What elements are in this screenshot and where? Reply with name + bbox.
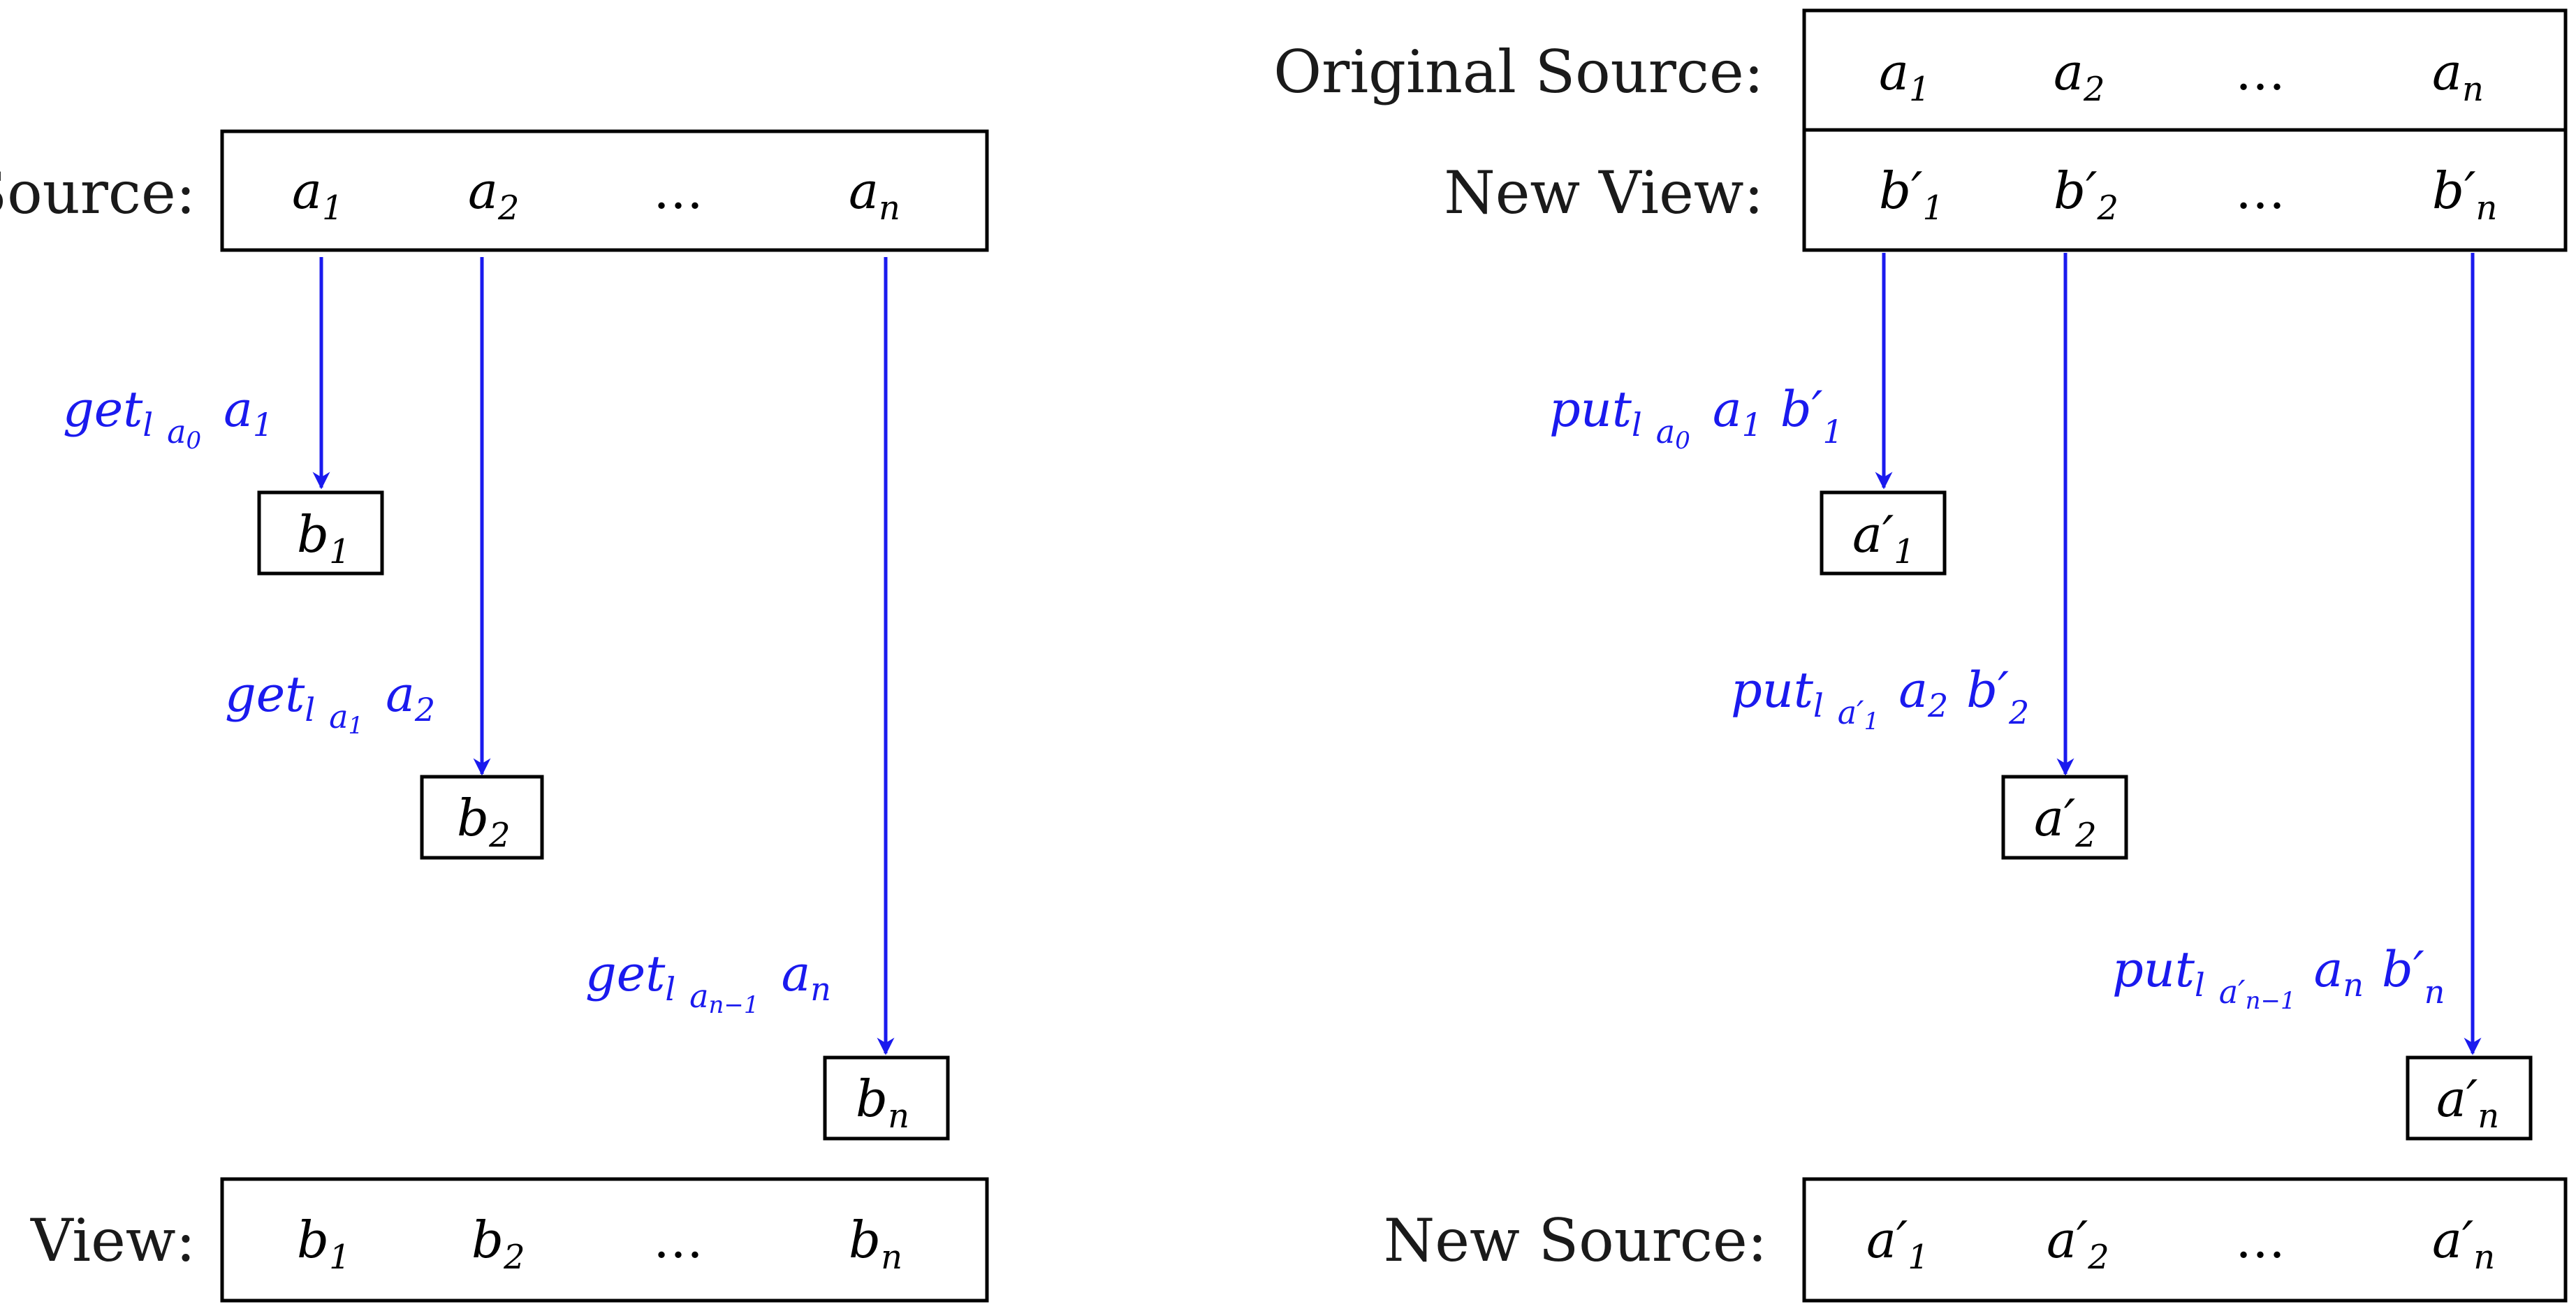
source-cell-2: a2 [468,161,519,228]
result-b2: b2 [457,789,511,855]
result-box-b2 [420,775,544,860]
original-cell-2: a2 [2054,43,2105,109]
new-source-cell-2: a′2 [2047,1211,2109,1277]
new-source-cell-ellipsis: … [2235,1211,2285,1269]
source-cell-1: a1 [292,161,343,228]
original-source-label: Original Source: [1273,38,1764,106]
new-view-label: New View: [1444,159,1764,227]
result-box-b1 [257,490,384,576]
result-an-prime: a′n [2436,1069,2499,1136]
right-panel: Original Source: New View: a1 a2 … an b′… [1273,8,2568,1303]
new-view-cell-n: b′n [2432,161,2497,228]
new-view-cell-1: b′1 [1879,161,1944,228]
new-source-cell-1: a′1 [1866,1211,1929,1277]
result-a1-prime: a′1 [1852,505,1915,571]
source-box [220,129,989,252]
original-cell-1: a1 [1879,43,1930,109]
view-cell-1: b1 [297,1211,351,1277]
result-box-a2-prime [2001,775,2128,860]
view-cell-2: b2 [471,1211,525,1277]
new-view-cells: b′1 b′2 … b′n [1879,161,2497,228]
new-view-cell-2: b′2 [2054,161,2118,228]
view-cells: b1 b2 … bn [297,1211,902,1277]
result-box-a1-prime [1820,490,1947,576]
view-box [220,1177,989,1303]
new-source-cells: a′1 a′2 … a′n [1866,1211,2495,1277]
original-source-cells: a1 a2 … an [1879,43,2484,109]
view-label: View: [30,1206,196,1275]
source-cell-n: an [849,161,900,228]
result-a2-prime: a′2 [2034,789,2097,855]
source-label: Source: [0,159,196,227]
view-cell-ellipsis: … [653,1211,703,1269]
original-cell-n: an [2432,43,2484,109]
new-source-cell-n: a′n [2432,1211,2495,1277]
new-source-label: New Source: [1384,1206,1767,1275]
original-cell-ellipsis: … [2235,43,2285,101]
result-box-bn [823,1055,950,1141]
result-b1: b1 [297,505,351,571]
source-cell-ellipsis: … [653,161,703,220]
result-bn: bn [856,1069,909,1136]
new-view-cell-ellipsis: … [2235,161,2285,220]
source-cells: a1 a2 … an [292,161,900,228]
view-cell-n: bn [849,1211,902,1277]
new-source-box [1802,1177,2568,1303]
result-box-an-prime [2406,1055,2533,1141]
